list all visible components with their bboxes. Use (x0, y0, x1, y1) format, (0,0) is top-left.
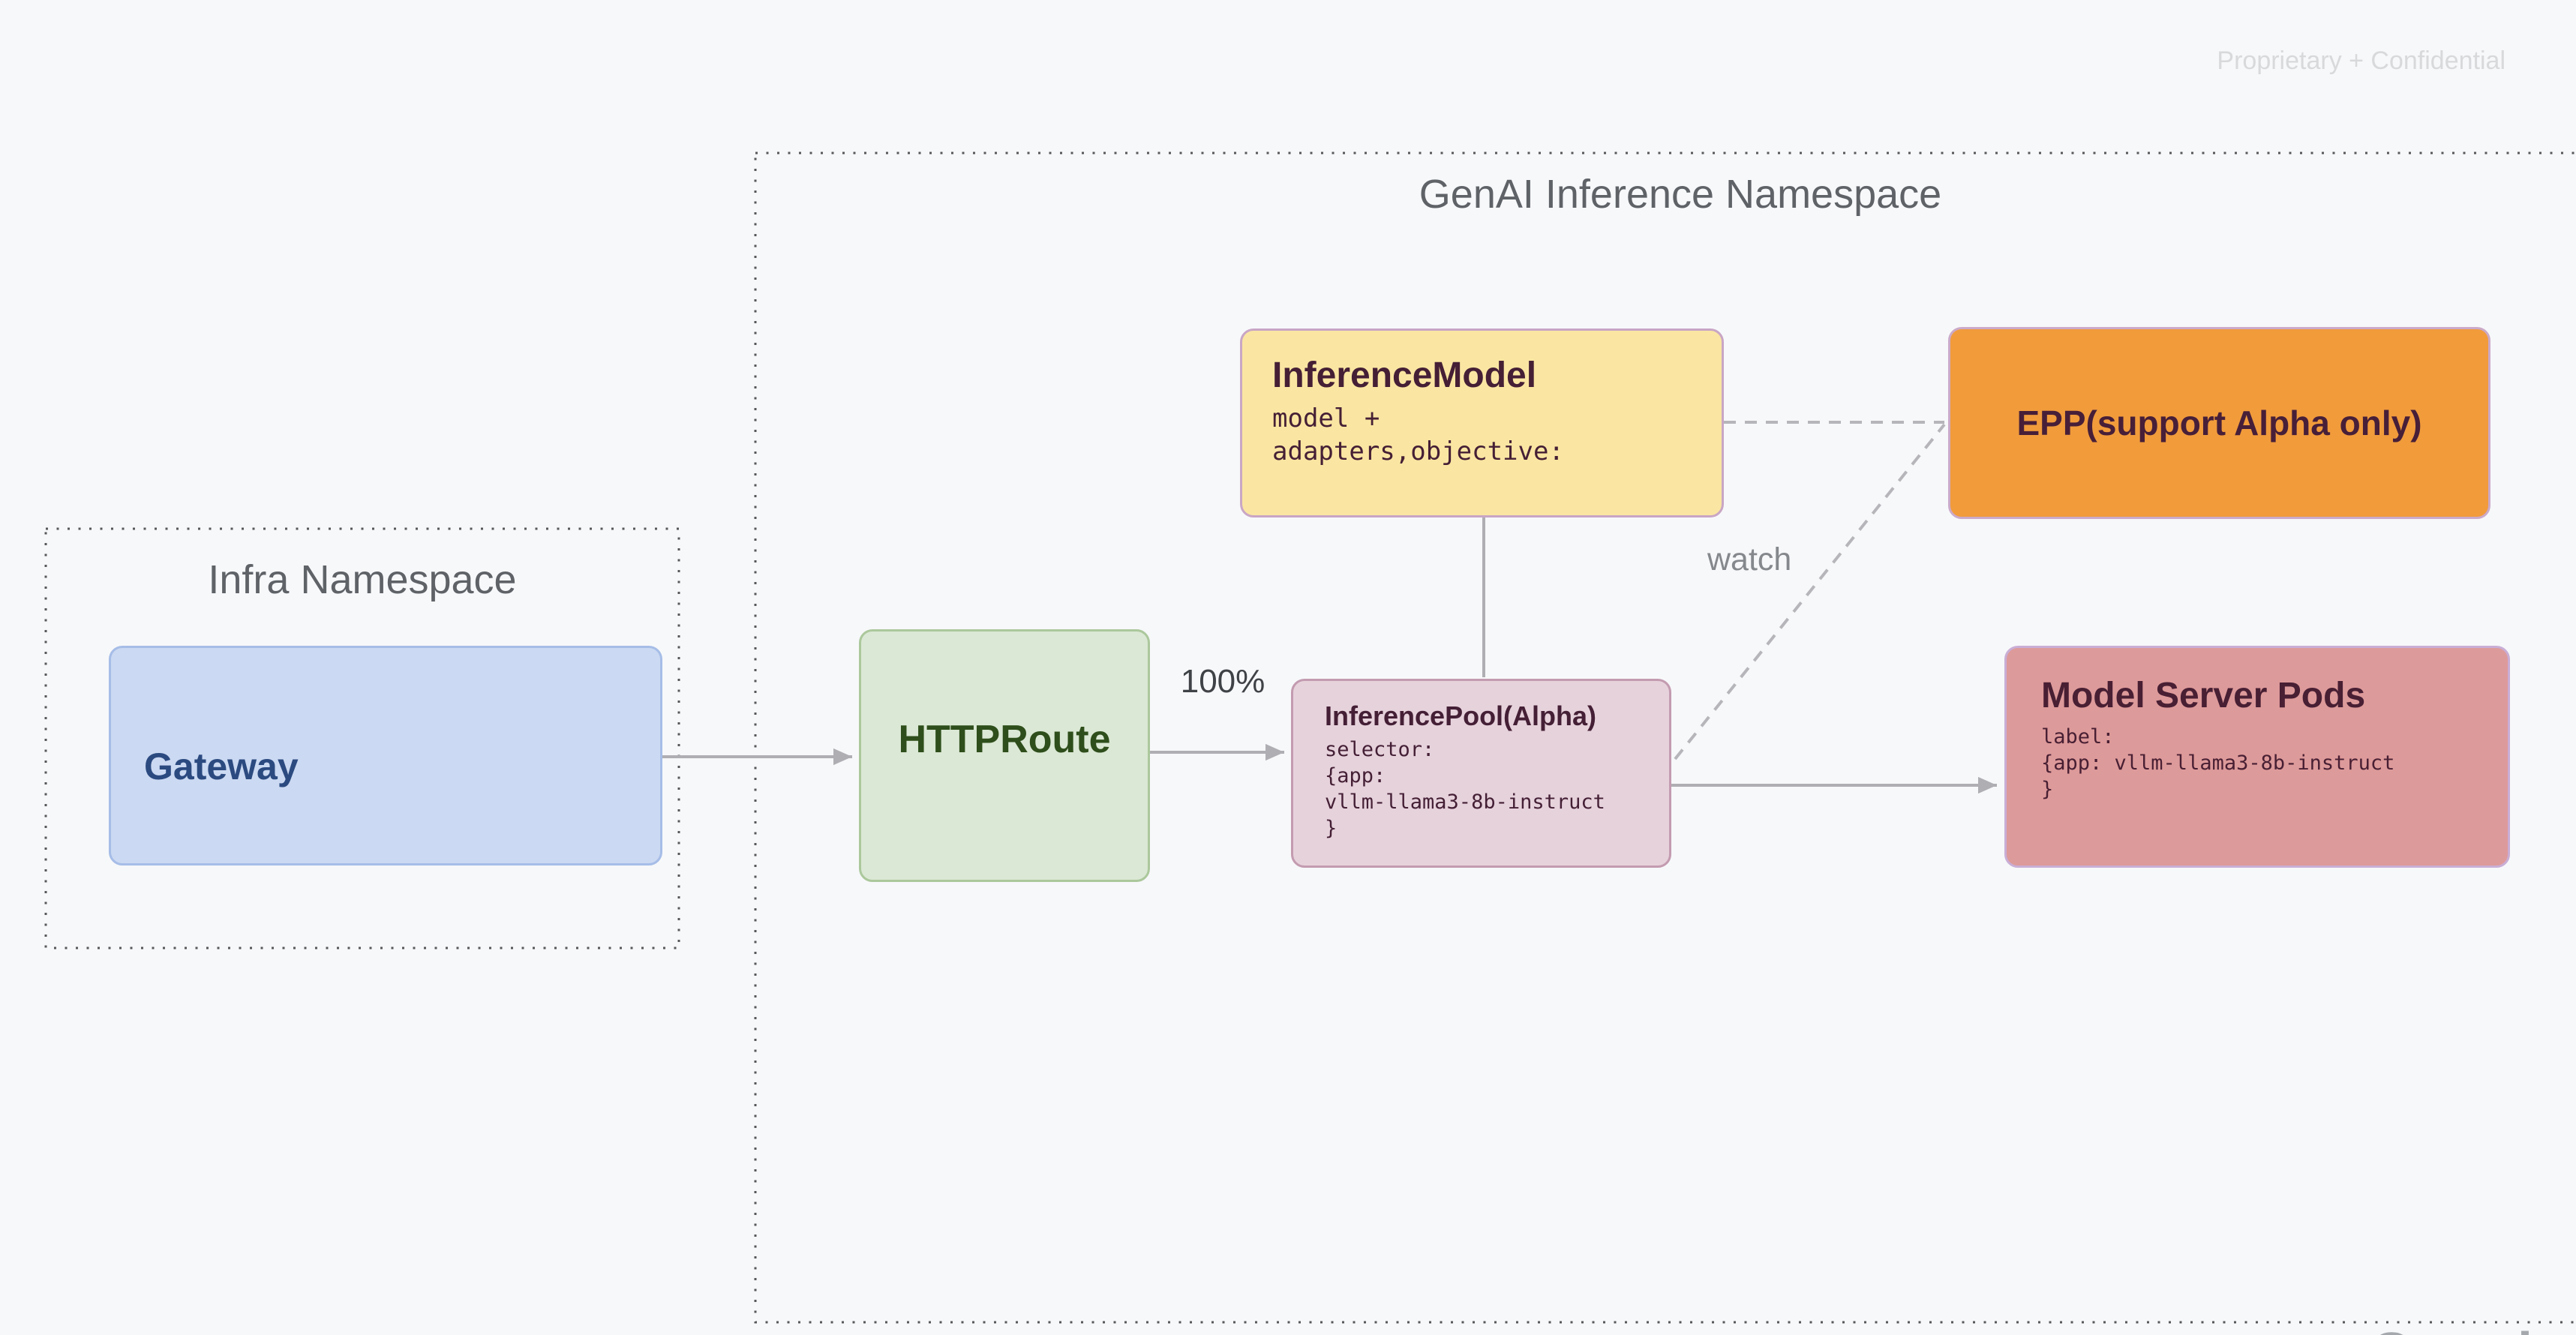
genai-namespace-title: GenAI Inference Namespace (1419, 172, 1942, 217)
inference-pool-title: InferencePool(Alpha) (1325, 700, 1597, 731)
node-model-server-pods: Model Server Pods label: {app: vllm-llam… (2004, 646, 2510, 868)
node-epp: EPP(support Alpha only) (1948, 327, 2490, 519)
infra-namespace-title: Infra Namespace (208, 557, 517, 602)
epp-title: EPP(support Alpha only) (2016, 404, 2422, 442)
route-weight-label: 100% (1180, 663, 1265, 700)
google-logo: Google (2370, 1322, 2565, 1335)
httproute-title: HTTPRoute (898, 717, 1111, 761)
node-gateway: Gateway (109, 646, 662, 866)
gateway-title: Gateway (144, 745, 299, 788)
confidential-watermark: Proprietary + Confidential (2217, 46, 2505, 75)
node-httproute: HTTPRoute (859, 629, 1150, 882)
model-server-pods-label: label: {app: vllm-llama3-8b-instruct } (2041, 725, 2395, 802)
watch-label: watch (1707, 542, 1792, 578)
node-inference-model: InferenceModel model + adapters,objectiv… (1240, 328, 1724, 518)
inference-pool-selector: selector: {app: vllm-llama3-8b-instruct … (1325, 738, 1605, 841)
node-inference-pool: InferencePool(Alpha) selector: {app: vll… (1291, 679, 1671, 868)
inference-model-title: InferenceModel (1272, 356, 1537, 395)
model-server-pods-title: Model Server Pods (2041, 676, 2366, 716)
inference-model-spec: model + adapters,objective: (1272, 404, 1564, 467)
